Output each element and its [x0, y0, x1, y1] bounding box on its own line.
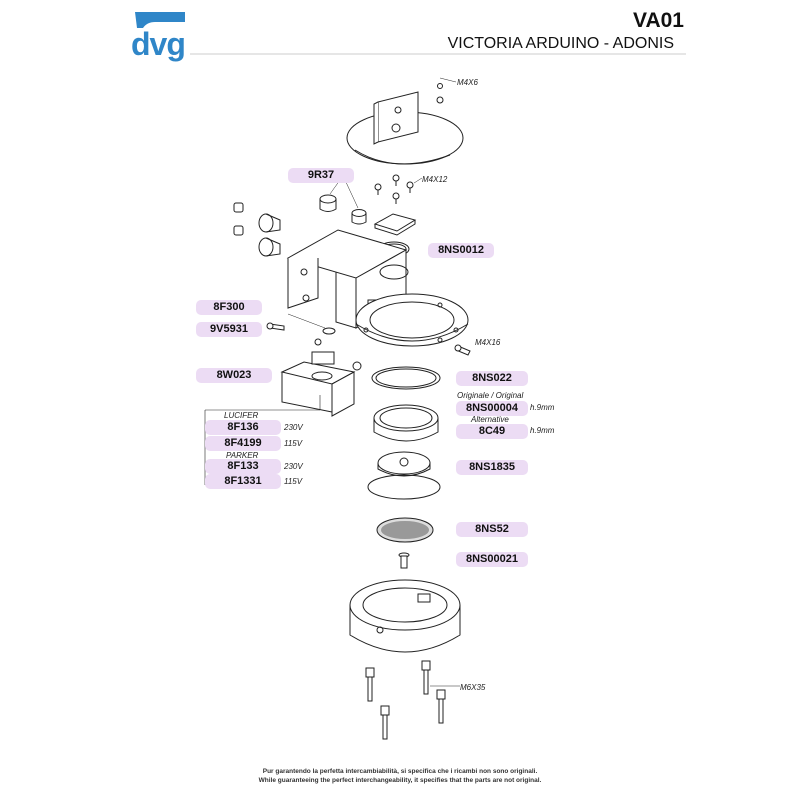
label-voltage-115-b: 115V [284, 477, 303, 486]
shower-screen-8ns52 [376, 517, 434, 543]
label-original: Originale / Original [457, 391, 524, 400]
label-height-a: h.9mm [530, 403, 555, 412]
screw-label-m6x35: M6X35 [460, 683, 486, 692]
label-voltage-115-a: 115V [284, 439, 303, 448]
screws-m4x12 [374, 174, 423, 204]
group-ring [349, 579, 461, 653]
label-voltage-230-a: 230V [284, 423, 303, 432]
part-code-8f4199: 8F4199 [205, 436, 281, 451]
part-code-8f136: 8F136 [205, 420, 281, 435]
part-code-9r37: 9R37 [288, 168, 354, 183]
part-code-8c49: 8C49 [456, 424, 528, 439]
part-code-8w023: 8W023 [196, 368, 272, 383]
part-code-8ns52: 8NS52 [456, 522, 528, 537]
small-screw-washer [266, 313, 336, 335]
logo-icon [135, 12, 185, 28]
gasket-8ns022 [371, 366, 441, 390]
screw-label-m4x12: M4X12 [422, 175, 448, 184]
footer-note-en: While guaranteeing the perfect interchan… [258, 777, 542, 784]
part-code-8f1331: 8F1331 [205, 474, 281, 489]
logo-text: dvg [131, 26, 186, 62]
part-code-8ns0012: 8NS0012 [428, 243, 494, 258]
part-code-9v5931: 9V5931 [196, 322, 262, 337]
plugs-9r37 [319, 179, 367, 225]
ring-8ns00004 [373, 404, 439, 442]
screw-label-m4x16: M4X16 [475, 338, 501, 347]
fittings [233, 202, 281, 257]
label-lucifer: LUCIFER [224, 411, 259, 420]
screw-label-m4x6: M4X6 [457, 78, 478, 87]
solenoid-coil [280, 338, 362, 417]
label-alternative: Alternative [471, 415, 509, 424]
part-code-8ns00021: 8NS00021 [456, 552, 528, 567]
label-voltage-230-b: 230V [284, 462, 303, 471]
bolts-m6x35 [365, 660, 460, 740]
part-code-8f300: 8F300 [196, 300, 262, 315]
screw-8ns00021 [398, 552, 410, 569]
drawing-subtitle: VICTORIA ARDUINO - ADONIS [447, 35, 674, 52]
part-code-8ns00004: 8NS00004 [456, 401, 528, 416]
top-bracket [346, 77, 464, 165]
label-parker: PARKER [226, 451, 259, 460]
shower-holder-8ns1835 [367, 451, 441, 500]
part-code-8ns022: 8NS022 [456, 371, 528, 386]
screw-m4x16 [454, 344, 471, 356]
group-flange [355, 293, 469, 347]
part-code-8ns1835: 8NS1835 [456, 460, 528, 475]
drawing-code: VA01 [633, 9, 684, 32]
label-height-b: h.9mm [530, 426, 555, 435]
footer-note-it: Pur garantendo la perfetta intercambiabi… [262, 768, 538, 775]
part-code-8f133: 8F133 [205, 459, 281, 474]
